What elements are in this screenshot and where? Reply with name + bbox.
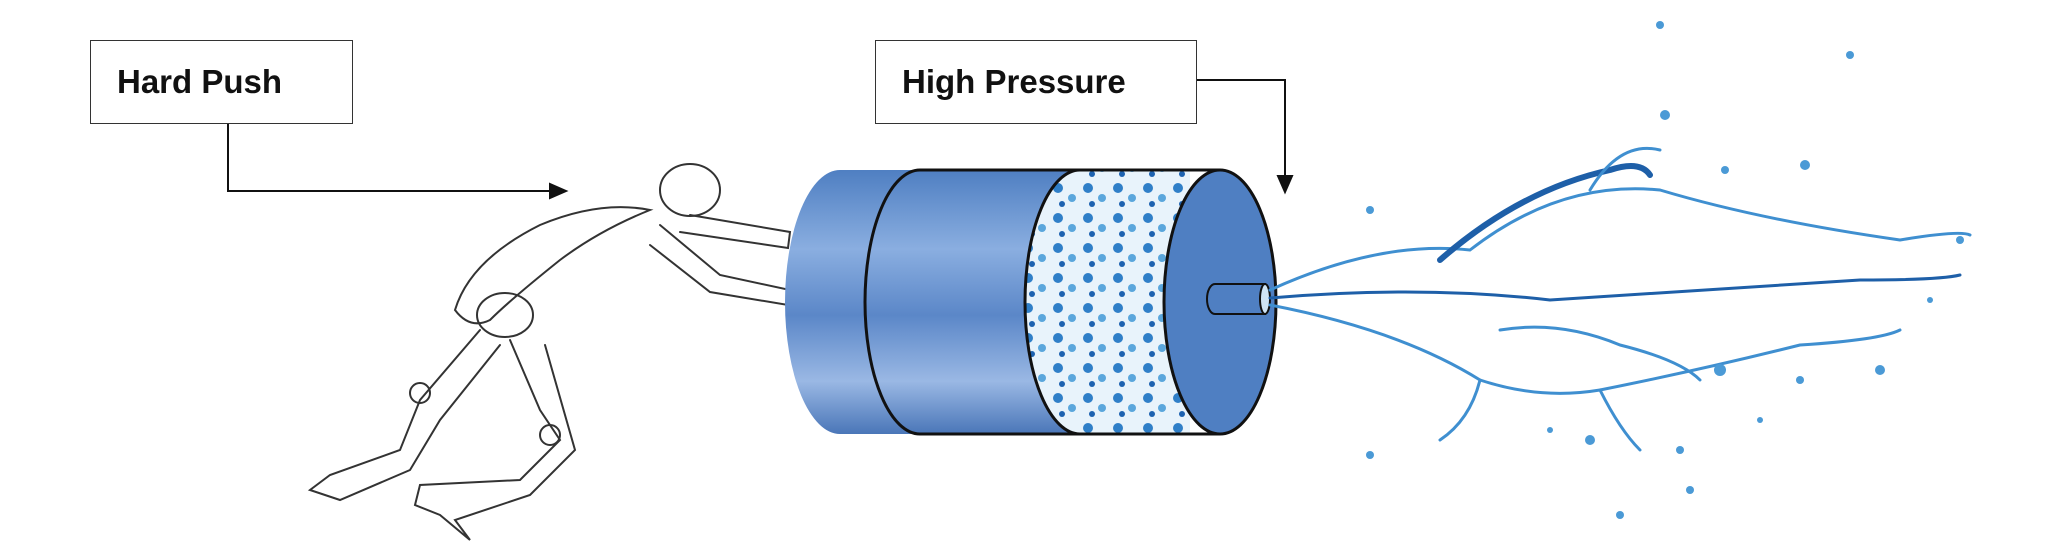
high-pressure-label: High Pressure	[875, 40, 1197, 124]
water-jet-splash	[1268, 21, 1972, 519]
nozzle	[1206, 283, 1271, 315]
high-pressure-connector-arrow	[1197, 79, 1294, 195]
high-pressure-text: High Pressure	[902, 63, 1126, 100]
pressure-cylinder	[785, 168, 1278, 436]
person-sketch	[307, 163, 792, 541]
hard-push-connector-arrow	[227, 124, 569, 200]
hard-push-label: Hard Push	[90, 40, 353, 124]
hard-push-text: Hard Push	[117, 63, 283, 100]
